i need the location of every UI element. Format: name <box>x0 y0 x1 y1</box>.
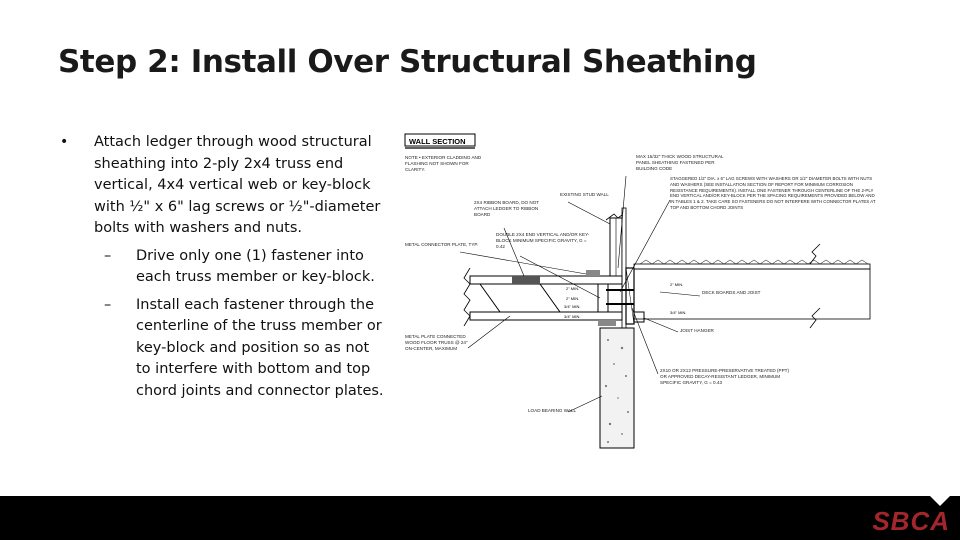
existing-stud-wall-label-wrap: EXISTING STUD WALL <box>560 192 609 197</box>
metal-plate-truss-label: METAL PLATE CONNECTED WOOD FLOOR TRUSS @… <box>405 334 468 351</box>
footer-notch <box>930 496 950 506</box>
truss-web <box>479 283 501 313</box>
load-bearing-wall-label-wrap: LOAD BEARING WALL <box>528 408 577 413</box>
load-bearing-wall <box>599 327 635 449</box>
bullet-item: • Attach ledger through wood structural … <box>58 132 388 240</box>
joist-break <box>809 307 821 329</box>
ledger-label-wrap: 2X10 OR 2X12 PRESSURE-PRESERVATIVE TREAT… <box>660 368 790 385</box>
double-end-vertical-label: DOUBLE 2X4 END VERTICAL AND/OR KEY-BLOCK… <box>496 232 590 249</box>
key-block <box>607 283 623 313</box>
lag-screws-label-wrap: STAGGERED 1/2" DIA. x 6" LAG SCREWS WITH… <box>670 176 876 210</box>
joist-break <box>809 243 821 265</box>
figure-header-box <box>404 133 476 147</box>
bullet-text: Attach ledger through wood structural sh… <box>94 134 381 236</box>
truss-bottom-chord <box>469 311 623 321</box>
note-label: NOTE • EXTERIOR CLADDING AND FLASHING NO… <box>405 155 482 172</box>
deck-board-hatch <box>639 259 869 265</box>
dimension-label: 2" MIN. <box>566 296 579 301</box>
deck-boards-label-wrap: DECK BOARDS AND JOIST <box>702 290 761 295</box>
bullet-mark: • <box>60 134 69 150</box>
connector-plate-label-wrap: METAL CONNECTOR PLATE, TYP. <box>405 242 479 247</box>
truss-web <box>539 283 561 313</box>
dimension-label: 3/4" MIN. <box>670 310 687 315</box>
connector-plate <box>598 320 616 326</box>
joist-hanger-label-wrap: JOIST HANGER <box>680 328 714 333</box>
truss-top-chord <box>469 275 623 285</box>
figure-header: WALL SECTION <box>409 137 466 146</box>
ribbon-board-label: 2X4 RIBBON BOARD, DO NOT ATTACH LEDGER T… <box>474 200 540 217</box>
deck-joist <box>633 268 871 320</box>
deck-boards <box>633 263 871 270</box>
sub-bullet-item: – Install each fastener through the cent… <box>58 295 388 403</box>
slide-title: Step 2: Install Over Structural Sheathin… <box>58 44 757 80</box>
wall-section-diagram: WALL SECTION NOTE • EXTERIOR CLADDING AN… <box>404 133 876 449</box>
joist-hanger <box>633 311 645 323</box>
max-sheathing-label: MAX 15/32" THICK WOOD STRUCTURAL PANEL S… <box>636 154 724 171</box>
double-end-vertical-label-wrap: DOUBLE 2X4 END VERTICAL AND/OR KEY-BLOCK… <box>496 232 590 249</box>
ribbon-board-label-wrap: 2X4 RIBBON BOARD, DO NOT ATTACH LEDGER T… <box>474 200 540 217</box>
footer-bar <box>0 496 960 540</box>
sub-bullet-text: Install each fastener through the center… <box>136 296 384 399</box>
existing-stud-wall-label: EXISTING STUD WALL <box>560 192 609 197</box>
load-bearing-wall-label: LOAD BEARING WALL <box>528 408 577 413</box>
connector-plate <box>586 270 600 276</box>
sub-bullet-mark: – <box>104 247 112 264</box>
slide-body: • Attach ledger through wood structural … <box>58 132 388 408</box>
deck-boards-label: DECK BOARDS AND JOIST <box>702 290 761 295</box>
dimension-label: 3/4" MIN. <box>564 314 581 319</box>
truss-break <box>463 267 471 327</box>
note-label-wrap: NOTE • EXTERIOR CLADDING AND FLASHING NO… <box>405 155 482 172</box>
max-sheathing-label-wrap: MAX 15/32" THICK WOOD STRUCTURAL PANEL S… <box>636 154 724 171</box>
sub-bullet-item: – Drive only one (1) fastener into each … <box>58 246 388 289</box>
joist-hanger-label: JOIST HANGER <box>680 328 714 333</box>
leader-lines <box>459 175 701 413</box>
sbca-logo: SBCA <box>872 506 950 536</box>
dimension-label: 3/4" MIN. <box>564 304 581 309</box>
metal-plate-truss-label-wrap: METAL PLATE CONNECTED WOOD FLOOR TRUSS @… <box>405 334 468 351</box>
connector-plate-label: METAL CONNECTOR PLATE, TYP. <box>405 242 479 247</box>
lag-screws-label: STAGGERED 1/2" DIA. x 6" LAG SCREWS WITH… <box>670 176 876 210</box>
concrete-aggregate <box>604 339 629 443</box>
sub-bullet-mark: – <box>104 296 112 313</box>
dimension-label: 2" MIN. <box>670 282 683 287</box>
ledger-diagonal <box>625 267 635 325</box>
dimension-label: 2" MIN. <box>566 286 579 291</box>
sub-bullet-text: Drive only one (1) fastener into each tr… <box>136 247 375 286</box>
ledger-label: 2X10 OR 2X12 PRESSURE-PRESERVATIVE TREAT… <box>660 368 790 385</box>
ribbon-board <box>512 276 540 284</box>
